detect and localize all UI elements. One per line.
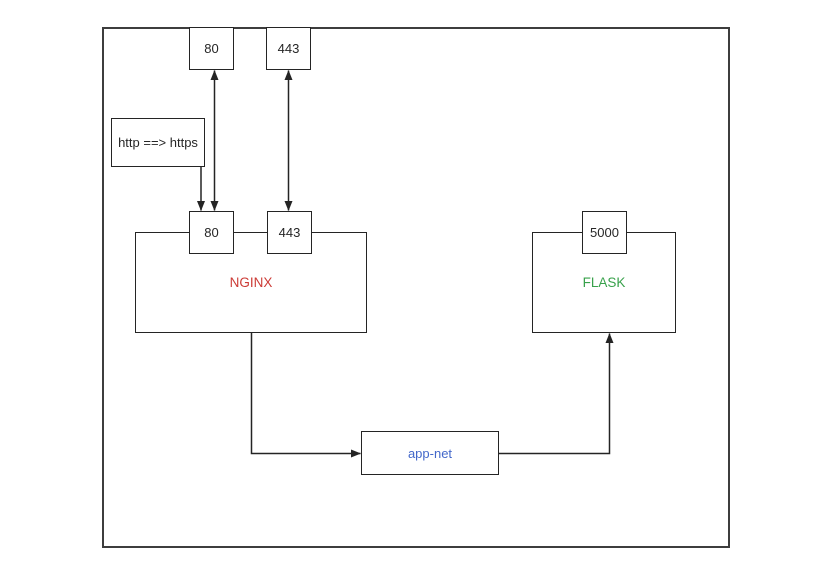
http-redirect-note-box: http ==> https	[111, 118, 205, 167]
host-port-443-box: 443	[266, 27, 311, 70]
network-boundary-box	[102, 27, 730, 548]
nginx-port-80-box: 80	[189, 211, 234, 254]
http-redirect-note-label: http ==> https	[118, 135, 198, 150]
edge-appnet-to-flask-arrow	[499, 333, 614, 455]
app-net-label: app-net	[407, 445, 453, 461]
app-net-network-box: app-net	[361, 431, 499, 475]
host-port-80-label: 80	[204, 41, 219, 56]
flask-port-5000-label: 5000	[590, 225, 619, 240]
edge-nginx-to-appnet-arrow	[250, 333, 361, 458]
flask-port-5000-box: 5000	[582, 211, 627, 254]
host-port-80-box: 80	[189, 27, 234, 70]
flask-label: FLASK	[582, 275, 626, 290]
nginx-port-443-box: 443	[267, 211, 312, 254]
nginx-port-443-label: 443	[278, 225, 301, 240]
nginx-label: NGINX	[229, 275, 273, 290]
nginx-container-box: NGINX	[135, 232, 367, 333]
host-port-443-label: 443	[277, 41, 300, 56]
nginx-port-80-label: 80	[204, 225, 219, 240]
